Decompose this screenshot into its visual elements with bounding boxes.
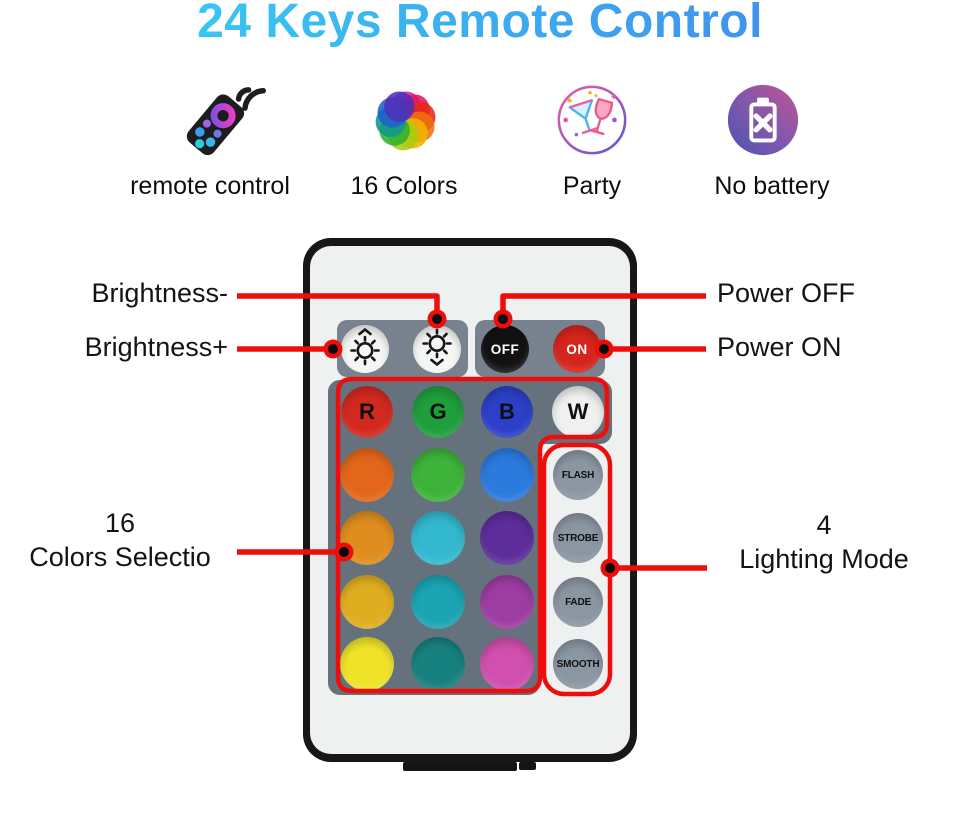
cable-connector-nub xyxy=(519,762,536,770)
feature-label: No battery xyxy=(714,172,830,200)
color-button[interactable] xyxy=(340,637,394,691)
feature-label: 16 Colors xyxy=(350,172,458,200)
label-lighting-mode: 4 Lighting Mode xyxy=(739,510,909,574)
color-button[interactable] xyxy=(340,575,394,629)
label-brightness-minus: Brightness- xyxy=(91,278,228,308)
label-power-on: Power ON xyxy=(717,332,842,362)
label-colors-selection: 16 Colors Selectio xyxy=(29,508,211,572)
color-button-r[interactable]: R xyxy=(341,386,393,438)
color-button[interactable] xyxy=(340,511,394,565)
mode-button-flash[interactable]: FLASH xyxy=(553,450,603,500)
color-button[interactable] xyxy=(411,448,465,502)
color-button[interactable] xyxy=(480,637,534,691)
remote-control-icon xyxy=(129,80,319,160)
color-button[interactable] xyxy=(411,511,465,565)
feature-remote-control: remote control xyxy=(115,80,305,200)
color-button-b[interactable]: B xyxy=(481,386,533,438)
color-button-g[interactable]: G xyxy=(412,386,464,438)
mode-button-strobe[interactable]: STROBE xyxy=(553,513,603,563)
feature-no-battery: No battery xyxy=(682,80,862,200)
mode-button-smooth[interactable]: SMOOTH xyxy=(553,639,603,689)
feature-label: remote control xyxy=(130,172,290,200)
color-button[interactable] xyxy=(411,575,465,629)
color-button[interactable] xyxy=(480,448,534,502)
color-button-w[interactable]: W xyxy=(552,386,604,438)
color-button[interactable] xyxy=(480,575,534,629)
sun-up-icon xyxy=(341,323,389,376)
cable-connector xyxy=(403,762,517,771)
color-button[interactable] xyxy=(411,637,465,691)
party-icon xyxy=(502,80,682,160)
sun-down-icon xyxy=(413,323,461,376)
mode-button-fade[interactable]: FADE xyxy=(553,577,603,627)
color-button[interactable] xyxy=(340,448,394,502)
feature-label: Party xyxy=(562,172,622,200)
page-title: 24 Keys Remote Control xyxy=(0,0,960,49)
brightness-down-button[interactable] xyxy=(413,325,461,373)
power-on-button[interactable]: ON xyxy=(553,325,601,373)
no-battery-icon xyxy=(673,80,853,160)
label-power-off: Power OFF xyxy=(717,278,856,308)
feature-party: Party xyxy=(502,80,682,200)
label-brightness-plus: Brightness+ xyxy=(84,332,228,362)
power-off-button[interactable]: OFF xyxy=(481,325,529,373)
color-button[interactable] xyxy=(480,511,534,565)
feature-16-colors: 16 Colors xyxy=(314,80,494,200)
brightness-up-button[interactable] xyxy=(341,325,389,373)
color-wheel-icon xyxy=(316,80,496,160)
